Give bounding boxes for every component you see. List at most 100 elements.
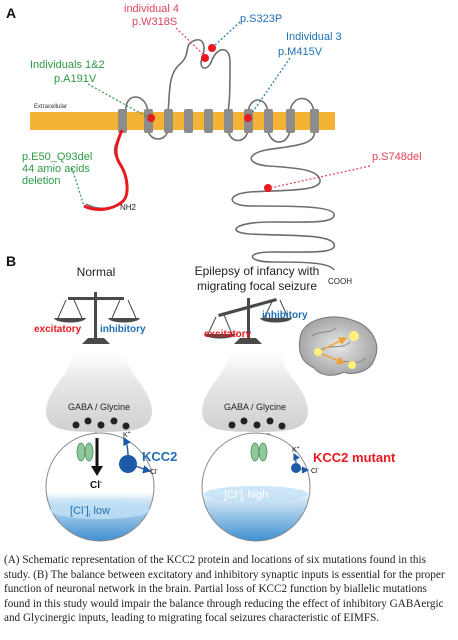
label-s748del: p.S748del	[372, 151, 422, 163]
normal-cytoplasm-level	[50, 501, 150, 519]
mutation-s748del-dot	[264, 184, 272, 192]
loop-7	[289, 97, 315, 113]
scale-base	[234, 338, 262, 344]
receptor-subunit	[76, 442, 86, 462]
scale-string	[73, 299, 83, 319]
cell-membrane	[30, 112, 335, 130]
tm-helix-4	[184, 109, 193, 133]
label-m415v: p.M415V	[278, 46, 323, 58]
scale-pan-left	[204, 334, 236, 339]
normal-chloride-concentration: [Cl-]i low	[70, 505, 110, 519]
loop-4	[227, 129, 249, 142]
vesicle	[97, 421, 105, 429]
normal-gaba-label: GABA / Glycine	[68, 402, 130, 412]
receptor-subunit	[250, 442, 260, 462]
epilepsy-inhibitory: inhibitory	[262, 310, 308, 321]
normal-cl-influx-arrowhead	[91, 466, 103, 476]
tm-helix-8	[264, 109, 273, 133]
deletion-region	[83, 129, 129, 211]
normal-kcc2-label: KCC2	[142, 449, 177, 464]
receptor-subunit	[84, 442, 94, 462]
normal-cl-out-label: Cl-	[150, 467, 159, 476]
normal-cl-efflux-arrow	[134, 465, 152, 474]
tm-helix-10	[310, 109, 319, 133]
label-individuals-1-2: Individuals 1&2	[30, 59, 105, 71]
scale-string	[279, 299, 289, 319]
scale-string	[111, 299, 121, 319]
epilepsy-cytoplasm-level	[204, 486, 308, 502]
scale-string	[127, 299, 137, 319]
normal-k-arrow	[123, 436, 131, 457]
panel-a-label: A	[6, 5, 16, 21]
tm-helix-1	[118, 109, 127, 133]
normal-kcc2-transporter	[119, 455, 137, 473]
vesicle	[253, 421, 261, 429]
label-deletion: deletion	[22, 175, 61, 187]
seizure-focus	[314, 348, 322, 356]
normal-column: Normal excitatory inhibitory GABA / Glyc…	[34, 265, 177, 542]
normal-excitatory: excitatory	[34, 324, 82, 335]
scale-base	[82, 338, 110, 344]
leader-m415v	[249, 57, 291, 117]
tm-helix-3	[164, 109, 173, 133]
seizure-focus	[349, 331, 359, 341]
epilepsy-gaba-receptor	[250, 442, 268, 462]
scale-string	[207, 316, 217, 335]
scale-post	[94, 292, 97, 344]
epilepsy-title-line-1: Epilepsy of infancy with	[195, 264, 320, 278]
panel-b-label: B	[6, 253, 16, 269]
epilepsy-title-line-2: migrating focal seizure	[197, 279, 317, 293]
vesicle	[110, 417, 118, 425]
normal-balance-scale	[54, 292, 140, 344]
scale-pan-right	[260, 318, 292, 323]
leader-s748del	[269, 165, 371, 189]
label-e50-q93del: p.E50_Q93del	[22, 151, 92, 163]
vesicle	[72, 421, 80, 429]
mutation-s323p-dot	[208, 44, 216, 52]
vesicle	[278, 422, 286, 430]
epilepsy-cl-out-label: Cl-	[311, 466, 320, 475]
epilepsy-kcc2-mutant-label: KCC2 mutant	[313, 450, 396, 465]
normal-presynaptic-terminal	[46, 352, 152, 432]
figure-caption: (A) Schematic representation of the KCC2…	[4, 554, 445, 624]
tm-helix-6	[224, 109, 233, 133]
vesicle	[228, 421, 236, 429]
epilepsy-chloride-concentration: [Cl-]i high	[224, 489, 268, 503]
label-w318s: p.W318S	[132, 16, 177, 28]
normal-postsynaptic-cell	[45, 432, 155, 542]
epilepsy-kcc2-mutant-transporter	[291, 463, 301, 473]
vesicle	[84, 417, 92, 425]
label-a191v: p.A191V	[54, 73, 97, 85]
epilepsy-k-label: K+	[292, 445, 300, 454]
normal-title: Normal	[77, 265, 116, 279]
epilepsy-column: Epilepsy of infancy with migrating focal…	[195, 264, 396, 542]
leader-w318s	[175, 27, 206, 57]
normal-gaba-receptor	[76, 442, 94, 462]
scale-post	[247, 298, 250, 344]
seizure-spread-arrow	[321, 353, 346, 365]
cooh-label: COOH	[328, 277, 352, 286]
brain-illustration	[298, 316, 378, 376]
scale-string	[263, 301, 273, 319]
epilepsy-balance-scale	[204, 298, 292, 344]
label-individual-4: individual 4	[124, 3, 179, 15]
epilepsy-presynaptic-terminal	[202, 352, 308, 432]
receptor-subunit	[258, 442, 268, 462]
normal-cl-in-label: Cl-	[90, 480, 102, 491]
seizure-focus	[348, 361, 356, 369]
loop-5	[247, 99, 269, 113]
scale-pan-left	[54, 318, 86, 323]
normal-k-label: K+	[123, 430, 131, 439]
extracellular-label: Extracellular	[34, 104, 67, 110]
scale-string	[223, 314, 233, 335]
seizure-spread-arrow	[321, 337, 348, 351]
label-44-amino-acids: 44 amio acids	[22, 163, 90, 175]
brain-outline	[298, 316, 378, 376]
scale-beam	[218, 298, 277, 317]
mutation-w318s-dot	[201, 54, 209, 62]
epilepsy-k-arrow	[293, 452, 300, 464]
vesicle	[122, 422, 130, 430]
nh2-label: NH2	[120, 203, 137, 212]
epilepsy-excitatory: excitatory	[204, 329, 252, 340]
